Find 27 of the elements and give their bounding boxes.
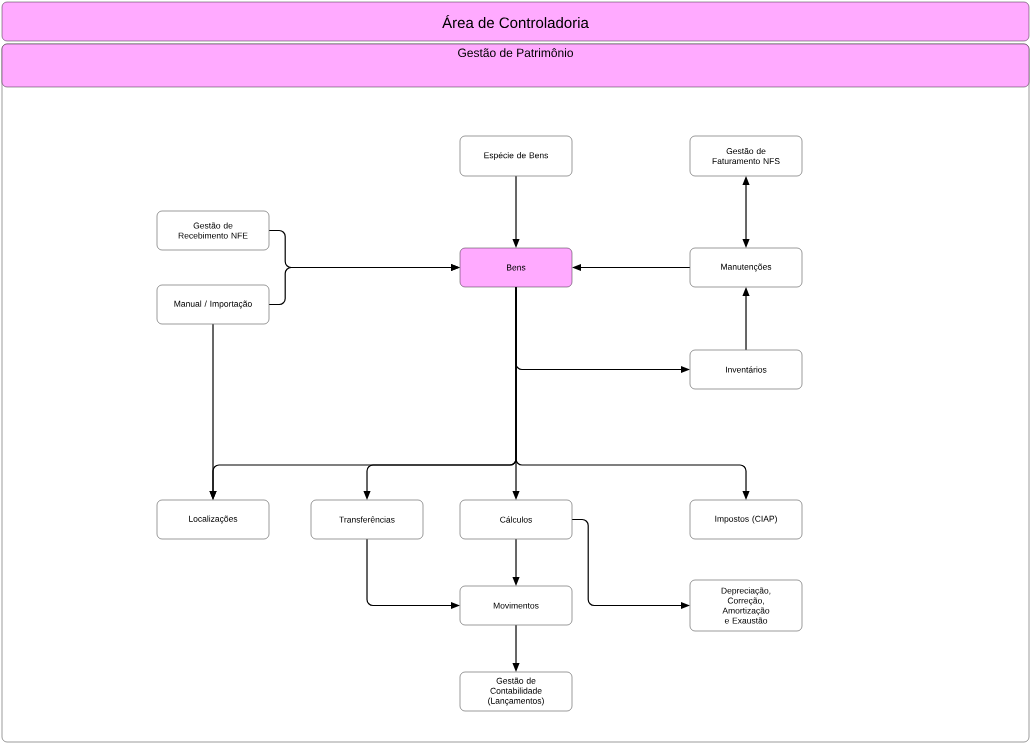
process-box: Transferências (310, 499, 424, 540)
arrow (571, 518, 690, 610)
process-box: Gestão de Contabilidade (Lançamentos) (459, 671, 573, 712)
arrow (512, 624, 520, 672)
process-box: Inventários (689, 349, 803, 390)
arrow (742, 176, 750, 248)
arrow (742, 287, 750, 351)
header-band: Gestão de Patrimônio (1, 43, 1030, 88)
process-box: Movimentos (459, 585, 573, 626)
process-box: Espécie de Bens (459, 135, 573, 177)
arrow (572, 263, 691, 272)
arrow (512, 538, 520, 586)
arrow (268, 263, 460, 306)
process-box: Manutenções (689, 247, 803, 288)
process-box: Manual / Importação (156, 284, 270, 325)
arrow (512, 175, 520, 248)
highlighted-box: Bens (459, 247, 573, 288)
process-box: Impostos (CIAP) (689, 499, 803, 540)
process-box: Localizações (156, 499, 270, 540)
process-box: Cálculos (459, 499, 573, 540)
title-banner: Área de Controladoria (1, 1, 1030, 42)
process-box: Gestão de Recebimento NFE (156, 210, 270, 251)
process-box: Depreciação, Correção, Amortização e Exaustão (689, 579, 803, 632)
arrow (366, 538, 460, 610)
arrow (515, 286, 750, 500)
process-box: Gestão de Faturamento NFS (689, 135, 803, 177)
arrow (209, 323, 217, 500)
